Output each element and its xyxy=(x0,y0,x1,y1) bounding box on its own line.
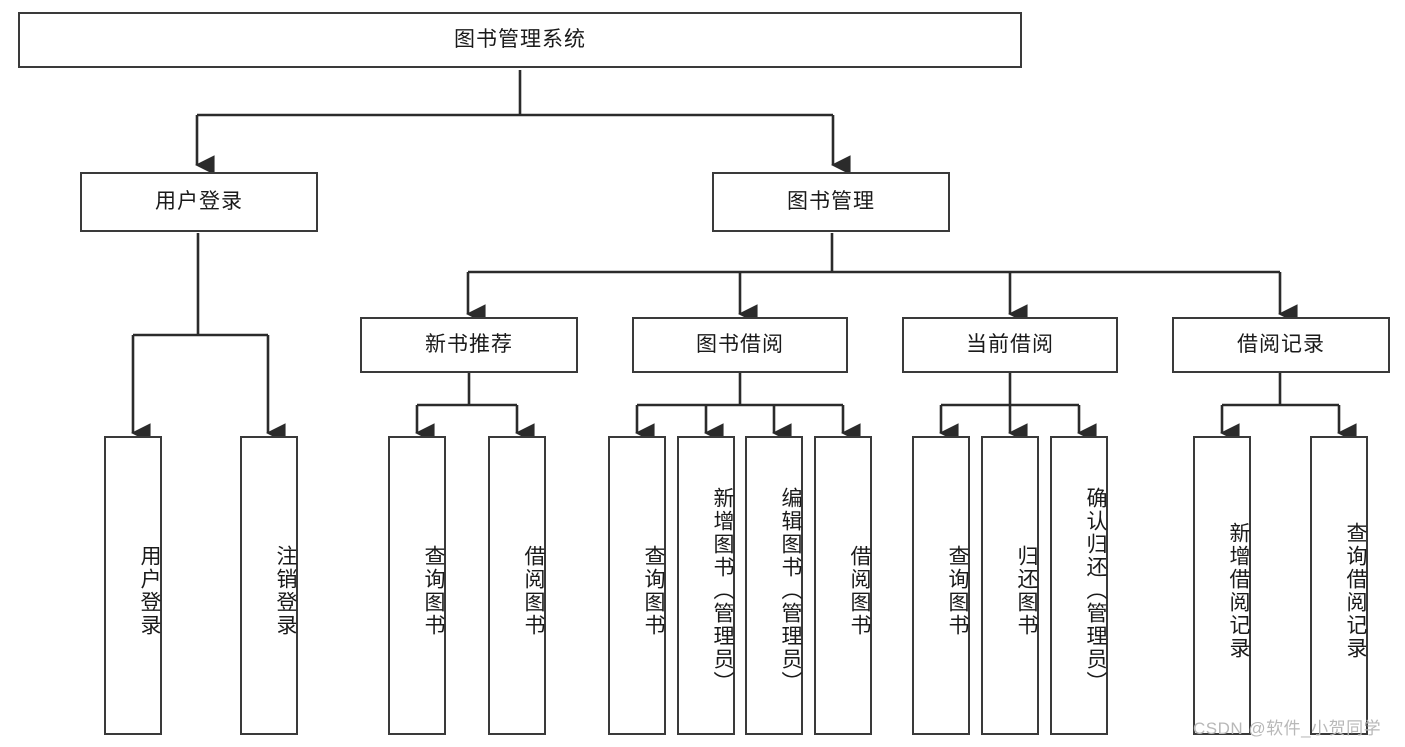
leaf-edit-book-admin[interactable]: 编辑图书（管理员） xyxy=(745,436,803,735)
leaf-query-book-recommend[interactable]: 查询图书 xyxy=(388,436,446,735)
leaf-query-book-borrow[interactable]: 查询图书 xyxy=(608,436,666,735)
leaf-label: 借阅图书 xyxy=(848,544,871,637)
node-borrow-record[interactable]: 借阅记录 xyxy=(1172,317,1390,373)
leaf-label: 用户登录 xyxy=(138,544,161,637)
leaf-label: 归还图书 xyxy=(1015,544,1038,637)
leaf-borrow-book[interactable]: 借阅图书 xyxy=(814,436,872,735)
node-user-login[interactable]: 用户登录 xyxy=(80,172,318,232)
leaf-borrow-book-recommend[interactable]: 借阅图书 xyxy=(488,436,546,735)
csdn-watermark: CSDN @软件_小贺同学 xyxy=(1193,719,1382,738)
leaf-label: 查询图书 xyxy=(946,544,969,637)
leaf-query-book-current[interactable]: 查询图书 xyxy=(912,436,970,735)
node-current-borrow[interactable]: 当前借阅 xyxy=(902,317,1118,373)
leaf-user-login[interactable]: 用户登录 xyxy=(104,436,162,735)
leaf-label: 注销登录 xyxy=(274,544,297,637)
node-new-book-recommend[interactable]: 新书推荐 xyxy=(360,317,578,373)
leaf-confirm-return-admin[interactable]: 确认归还（管理员） xyxy=(1050,436,1108,735)
leaf-label: 借阅图书 xyxy=(522,544,545,637)
leaf-label: 查询借阅记录 xyxy=(1344,521,1367,660)
node-book-borrow[interactable]: 图书借阅 xyxy=(632,317,848,373)
leaf-label: 编辑图书（管理员） xyxy=(779,487,802,694)
leaf-label: 查询图书 xyxy=(642,544,665,637)
node-root-system[interactable]: 图书管理系统 xyxy=(18,12,1022,68)
leaf-label: 新增图书（管理员） xyxy=(711,487,734,694)
leaf-add-borrow-record[interactable]: 新增借阅记录 xyxy=(1193,436,1251,735)
leaf-add-book-admin[interactable]: 新增图书（管理员） xyxy=(677,436,735,735)
node-book-management[interactable]: 图书管理 xyxy=(712,172,950,232)
leaf-label: 确认归还（管理员） xyxy=(1084,487,1107,694)
leaf-return-book[interactable]: 归还图书 xyxy=(981,436,1039,735)
leaf-query-borrow-record[interactable]: 查询借阅记录 xyxy=(1310,436,1368,735)
leaf-user-logout[interactable]: 注销登录 xyxy=(240,436,298,735)
leaf-label: 新增借阅记录 xyxy=(1227,521,1250,660)
leaf-label: 查询图书 xyxy=(422,544,445,637)
